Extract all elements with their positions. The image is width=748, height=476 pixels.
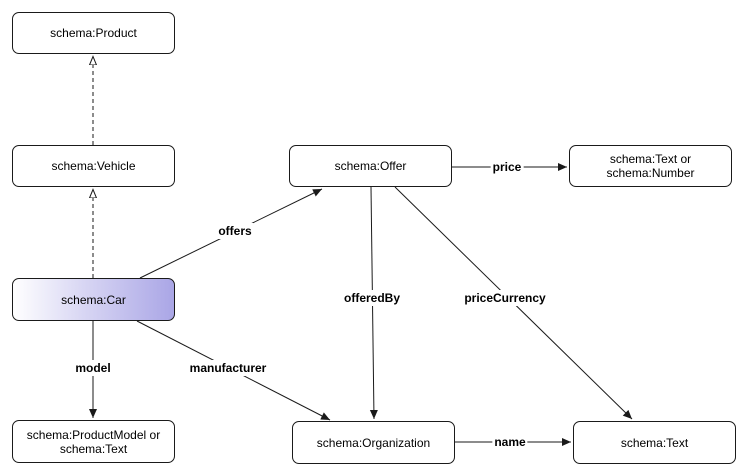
node-offer[interactable]: schema:Offer [289, 145, 452, 187]
node-car[interactable]: schema:Car [12, 278, 175, 321]
node-organization-label: schema:Organization [316, 435, 431, 450]
node-car-label: schema:Car [61, 292, 126, 307]
node-product-label: schema:Product [50, 26, 137, 40]
node-vehicle-label: schema:Vehicle [51, 159, 136, 173]
edge-label-offers: offers [216, 223, 254, 239]
node-text-or-number-label-line1: schema:Text or [609, 152, 692, 166]
node-product[interactable]: schema:Product [12, 12, 175, 54]
node-text-label: schema:Text [620, 435, 689, 450]
edge-label-manufacturer: manufacturer [187, 360, 269, 376]
node-product-model-label-line2: schema:Text [59, 441, 128, 456]
node-product-model-label-line1: schema:ProductModel or [26, 427, 161, 442]
node-organization[interactable]: schema:Organization [292, 421, 455, 464]
node-text[interactable]: schema:Text [573, 421, 736, 464]
node-product-model[interactable]: schema:ProductModel or schema:Text [12, 420, 175, 463]
edge-label-model: model [73, 360, 113, 376]
node-offer-label: schema:Offer [334, 159, 407, 173]
node-vehicle[interactable]: schema:Vehicle [12, 145, 175, 187]
node-text-or-number-label-line2: schema:Number [606, 166, 695, 180]
edge-label-price-currency: priceCurrency [462, 290, 548, 306]
node-text-or-number[interactable]: schema:Text or schema:Number [569, 145, 732, 187]
edge-label-offered-by: offeredBy [341, 290, 403, 306]
edge-label-price: price [490, 159, 524, 175]
edge-label-name: name [492, 434, 528, 450]
